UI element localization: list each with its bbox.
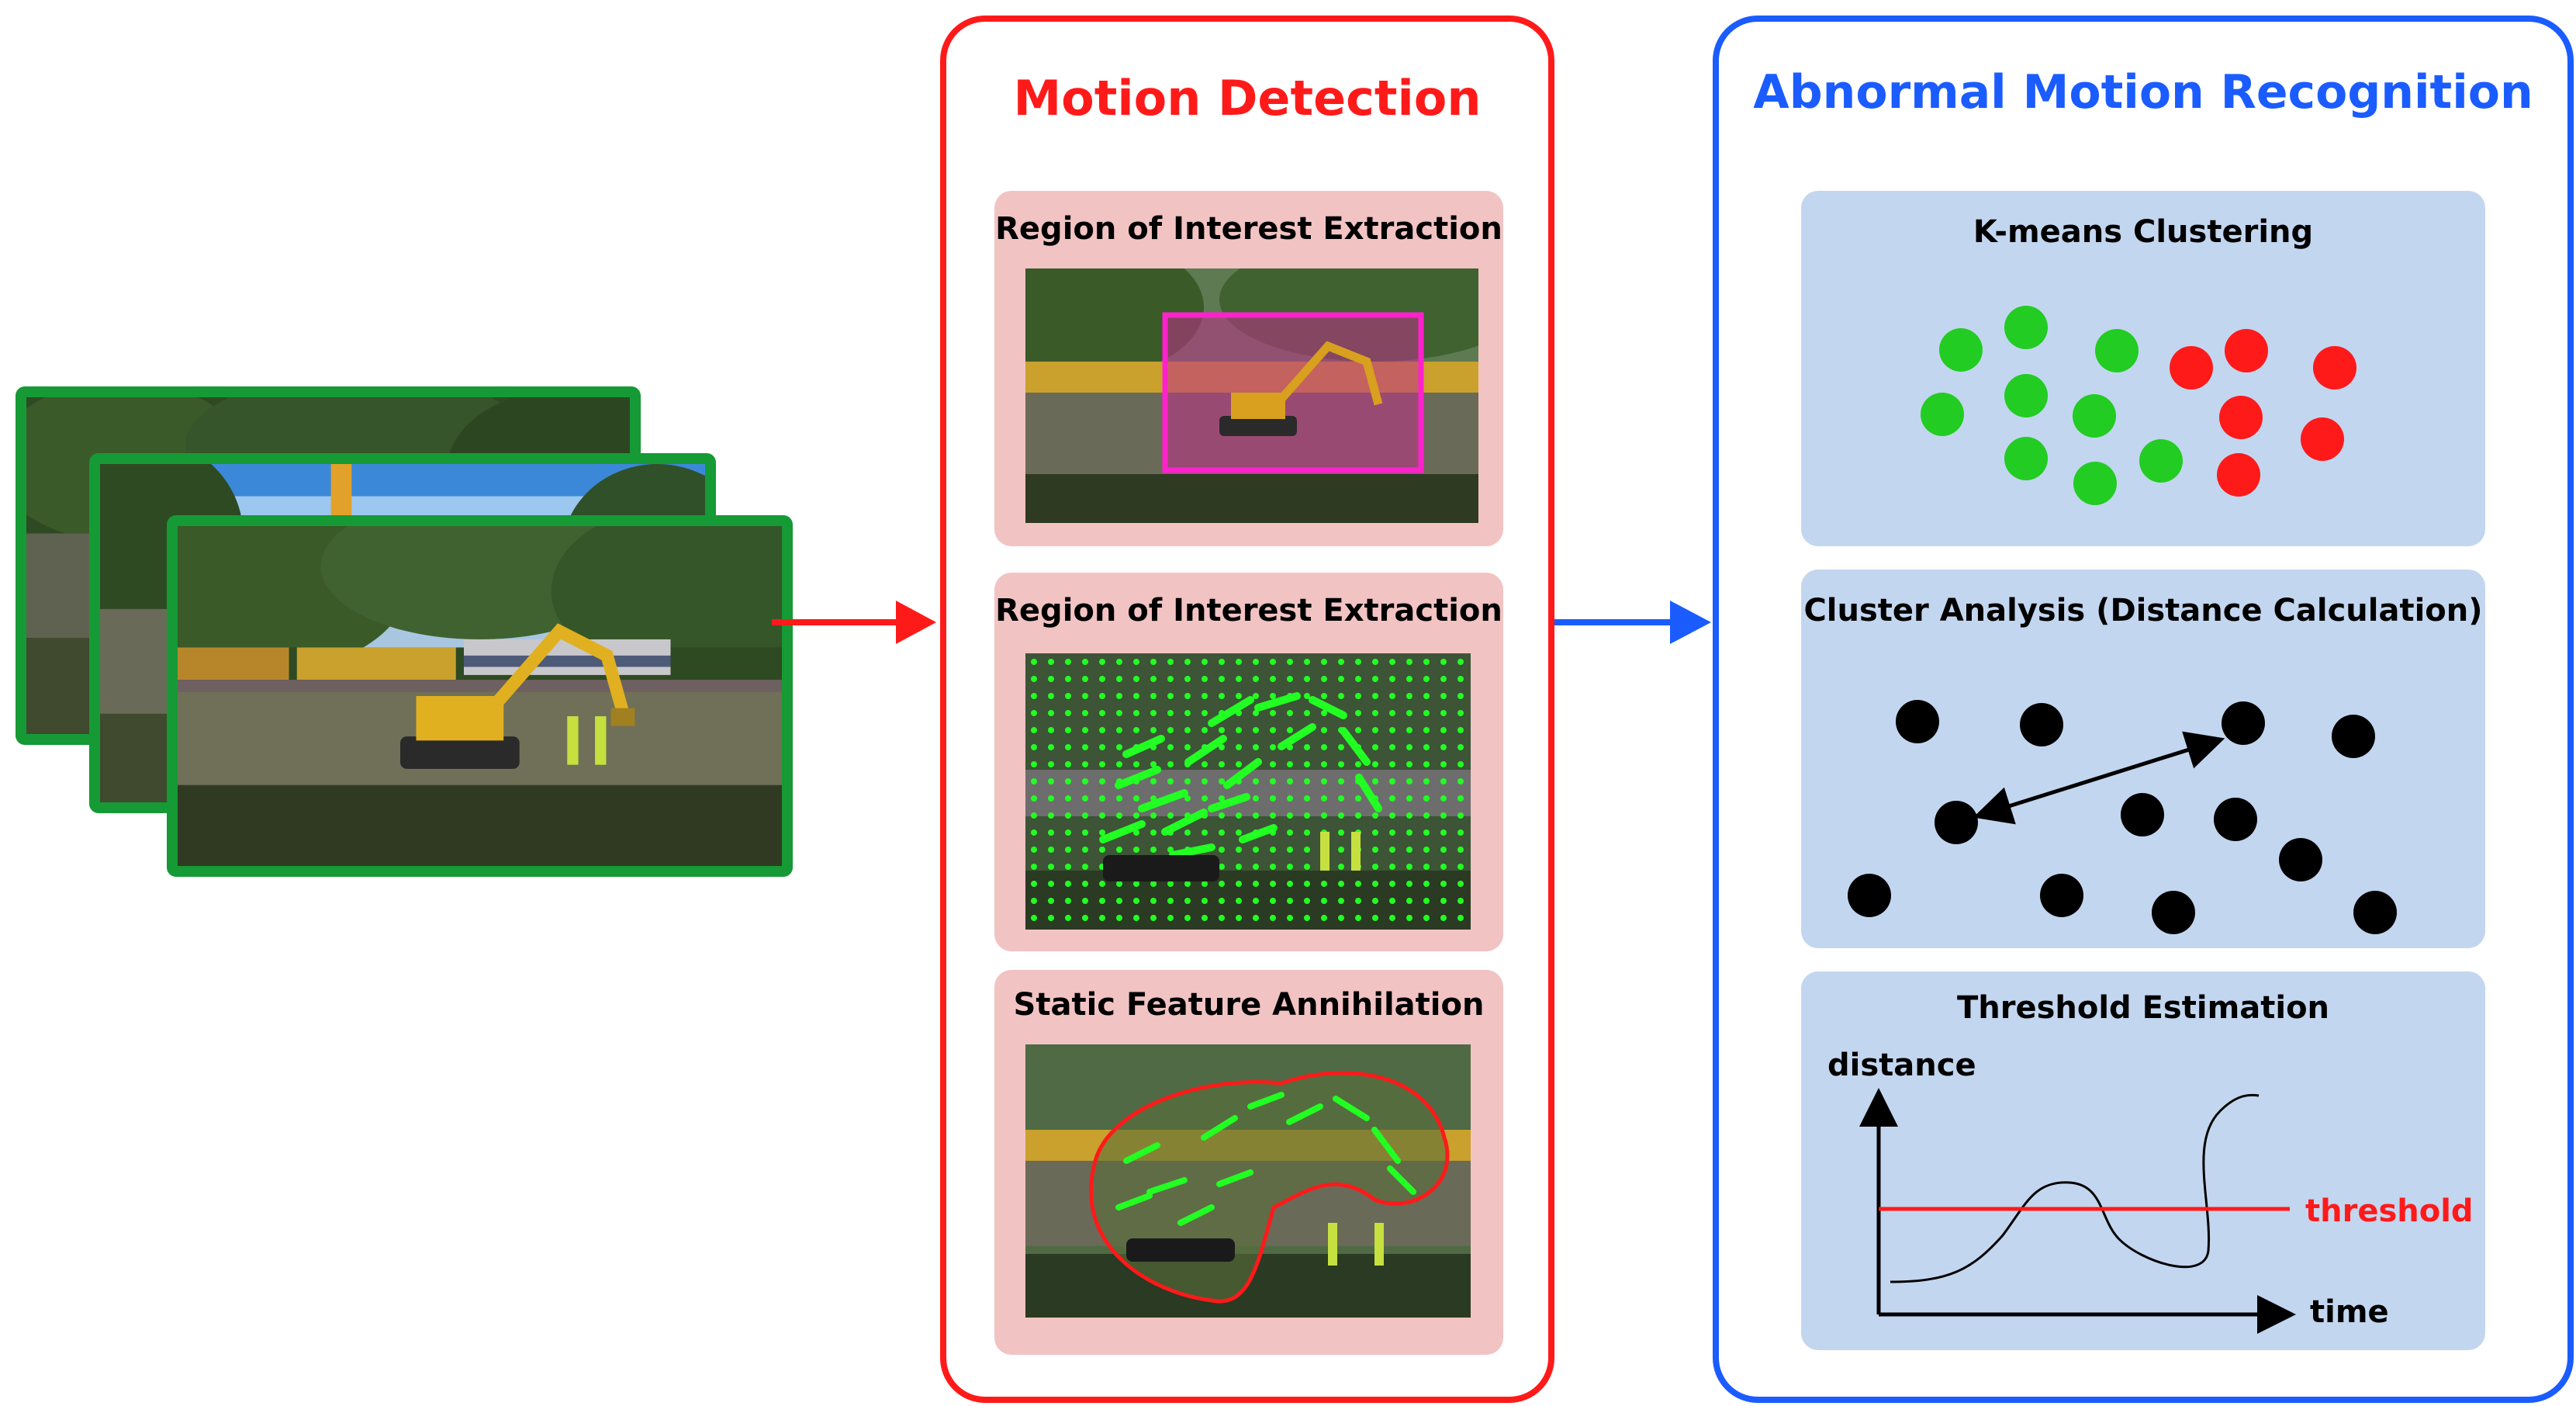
optical-flow-vectors bbox=[1099, 692, 1382, 859]
optical-flow-image bbox=[1025, 653, 1471, 930]
cluster-point bbox=[2332, 715, 2375, 758]
cluster-point bbox=[2095, 329, 2139, 372]
data-points bbox=[1848, 700, 2397, 934]
threshold-estimation-title: Threshold Estimation bbox=[1956, 990, 2330, 1026]
static-feature-annihilation-card: Static Feature Annihilation bbox=[994, 970, 1503, 1355]
excavator-icon bbox=[400, 623, 635, 769]
input-frame-front bbox=[167, 515, 793, 877]
cluster-point bbox=[2073, 394, 2116, 438]
distance-scatter bbox=[1848, 700, 2397, 934]
motion-detection-panel: Motion Detection Region of Interest Extr… bbox=[940, 16, 1554, 1403]
worker-figure bbox=[1328, 1223, 1337, 1266]
kmeans-clustering-title: K-means Clustering bbox=[1973, 214, 2314, 250]
abnormal-motion-recognition-title: Abnormal Motion Recognition bbox=[1753, 65, 2533, 119]
cluster-point bbox=[2217, 453, 2260, 497]
kmeans-clustering-card: K-means Clustering bbox=[1801, 191, 2485, 546]
threshold-label: threshold bbox=[2305, 1193, 2474, 1229]
worker-figure bbox=[1374, 1223, 1384, 1266]
worker-figure bbox=[1320, 832, 1329, 871]
cluster-point bbox=[2225, 329, 2268, 372]
cluster-point bbox=[2040, 874, 2083, 917]
green-cluster bbox=[1921, 306, 2183, 505]
threshold-estimation-card: Threshold Estimation distance time thres… bbox=[1801, 971, 2485, 1350]
cluster-point bbox=[2222, 701, 2265, 745]
optical-flow-card: Region of Interest Extraction bbox=[994, 573, 1503, 951]
cluster-point bbox=[2152, 891, 2195, 934]
distance-curve bbox=[1890, 1093, 2260, 1283]
optical-flow-vectors bbox=[1115, 1092, 1416, 1257]
worker-figure bbox=[595, 716, 607, 765]
construction-scene-image bbox=[178, 526, 782, 866]
kmeans-scatter bbox=[1921, 306, 2356, 505]
roi-extraction-card: Region of Interest Extraction bbox=[994, 191, 1503, 546]
red-cluster bbox=[2170, 329, 2356, 497]
cluster-point bbox=[1848, 874, 1891, 917]
cluster-point bbox=[1939, 328, 1983, 372]
cluster-point bbox=[2219, 396, 2263, 439]
roi-bounding-box bbox=[1162, 312, 1424, 473]
distance-arrow bbox=[1973, 731, 2225, 825]
cluster-point bbox=[2353, 891, 2397, 934]
cluster-point bbox=[2121, 793, 2164, 836]
cluster-point bbox=[2313, 346, 2356, 390]
excavator-icon bbox=[1219, 341, 1383, 436]
cluster-point bbox=[2073, 462, 2117, 505]
cluster-point bbox=[2004, 437, 2048, 480]
threshold-chart bbox=[1859, 1088, 2296, 1334]
roi-extraction-image bbox=[1025, 268, 1478, 523]
worker-figure bbox=[567, 716, 579, 765]
worker-figure bbox=[1351, 832, 1361, 871]
cluster-point bbox=[2279, 838, 2322, 881]
cluster-point bbox=[1935, 801, 1978, 844]
static-feature-annihilation-title: Static Feature Annihilation bbox=[1013, 987, 1485, 1023]
cluster-point bbox=[2004, 306, 2048, 349]
cluster-point bbox=[2139, 439, 2183, 483]
cluster-point bbox=[1896, 700, 1939, 743]
motion-detection-title: Motion Detection bbox=[1013, 70, 1482, 126]
abnormal-motion-recognition-panel: Abnormal Motion Recognition K-means Clus… bbox=[1713, 16, 2574, 1403]
cluster-point bbox=[2214, 798, 2257, 841]
arrow-to-abnormal-motion-recognition bbox=[1542, 599, 1713, 646]
x-axis-label: time bbox=[2310, 1294, 2389, 1330]
cluster-point bbox=[2301, 417, 2344, 461]
cluster-point bbox=[2004, 374, 2048, 417]
roi-extraction-title: Region of Interest Extraction bbox=[995, 211, 1502, 247]
cluster-point bbox=[2170, 346, 2213, 390]
arrow-to-motion-detection bbox=[772, 599, 939, 646]
static-feature-annihilation-image bbox=[1025, 1044, 1471, 1318]
y-axis-label: distance bbox=[1827, 1048, 1976, 1083]
cluster-analysis-card: Cluster Analysis (Distance Calculation) bbox=[1801, 570, 2485, 948]
cluster-analysis-title: Cluster Analysis (Distance Calculation) bbox=[1803, 593, 2483, 629]
cluster-point bbox=[1921, 393, 1964, 436]
optical-flow-title: Region of Interest Extraction bbox=[995, 593, 1502, 629]
cluster-point bbox=[2020, 703, 2063, 746]
